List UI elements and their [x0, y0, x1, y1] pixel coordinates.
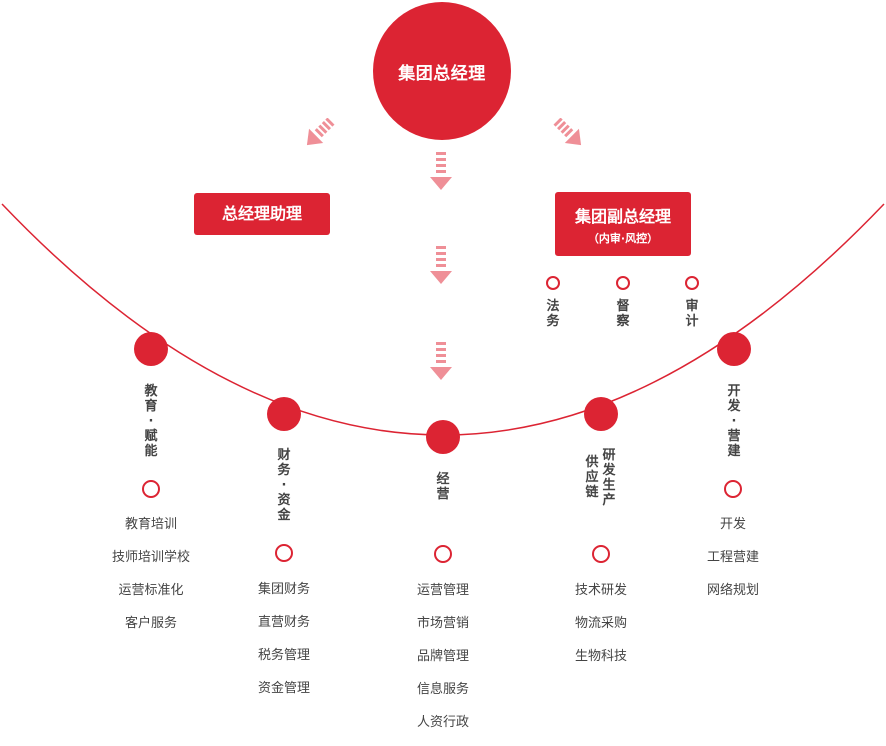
arrow-down-left-icon [306, 118, 335, 146]
vice-unit-marker [616, 276, 630, 290]
list-item[interactable]: 生物科技 [574, 649, 627, 664]
list-item[interactable]: 信息服务 [416, 682, 469, 697]
assistant-box[interactable]: 总经理助理 [194, 193, 330, 235]
list-item[interactable]: 客户服务 [124, 616, 177, 631]
list-item[interactable]: 物流采购 [574, 616, 627, 631]
division-marker [142, 480, 160, 498]
division-list-finance: 集团财务 直营财务 税务管理 资金管理 [224, 580, 344, 712]
assistant-label: 总经理助理 [221, 204, 302, 223]
division-marker [724, 480, 742, 498]
list-item[interactable]: 市场营销 [416, 616, 469, 631]
vice-unit-marker [685, 276, 699, 290]
list-item[interactable]: 工程营建 [706, 550, 759, 565]
list-item[interactable]: 直营财务 [257, 615, 310, 630]
division-node[interactable] [584, 397, 618, 431]
ceo-node[interactable]: 集团总经理 [373, 2, 511, 140]
arrow-down-icon [430, 342, 452, 380]
vice-unit-marker [546, 276, 560, 290]
vice-unit-audit: 审计 [685, 299, 699, 329]
ceo-label: 集团总经理 [398, 63, 486, 84]
vice-unit-legal: 法务 [546, 299, 560, 329]
list-item[interactable]: 品牌管理 [416, 649, 469, 664]
division-label-finance: 财务·资金 [277, 448, 291, 523]
arrow-down-icon [430, 152, 452, 190]
vice-box[interactable]: 集团副总经理 （内审·风控） [555, 192, 691, 256]
division-node[interactable] [267, 397, 301, 431]
division-marker [434, 545, 452, 563]
division-marker [592, 545, 610, 563]
arrow-down-right-icon [553, 118, 582, 146]
division-label-operations: 经营 [436, 472, 450, 502]
division-label-education: 教育·赋能 [144, 384, 158, 459]
vice-unit-supervision: 督察 [616, 299, 630, 329]
division-list-development: 开发 工程营建 网络规划 [673, 515, 793, 614]
division-marker [275, 544, 293, 562]
list-item[interactable]: 税务管理 [257, 648, 310, 663]
list-item[interactable]: 技术研发 [574, 583, 627, 598]
division-list-rnd: 技术研发 物流采购 生物科技 [541, 581, 661, 680]
list-item[interactable]: 教育培训 [124, 517, 177, 532]
list-item[interactable]: 技师培训学校 [111, 550, 190, 565]
list-item[interactable]: 集团财务 [257, 582, 310, 597]
list-item[interactable]: 运营管理 [416, 583, 469, 598]
division-label-development: 开发·营建 [727, 384, 741, 459]
list-item[interactable]: 网络规划 [706, 583, 759, 598]
arrow-down-icon [430, 246, 452, 284]
division-node[interactable] [134, 332, 168, 366]
division-list-education: 教育培训 技师培训学校 运营标准化 客户服务 [91, 515, 211, 647]
division-node[interactable] [426, 420, 460, 454]
division-list-operations: 运营管理 市场营销 品牌管理 信息服务 人资行政 [383, 581, 503, 746]
division-node[interactable] [717, 332, 751, 366]
list-item[interactable]: 开发 [719, 517, 746, 532]
division-label-rnd: 研发生产 [602, 448, 616, 508]
list-item[interactable]: 资金管理 [257, 681, 310, 696]
vice-sublabel: （内审·风控） [587, 232, 659, 245]
list-item[interactable]: 运营标准化 [118, 583, 184, 598]
list-item[interactable]: 人资行政 [416, 715, 469, 730]
arc-line [1, 203, 885, 436]
vice-label: 集团副总经理 [574, 207, 671, 226]
division-label-supply: 供应链 [585, 455, 599, 500]
